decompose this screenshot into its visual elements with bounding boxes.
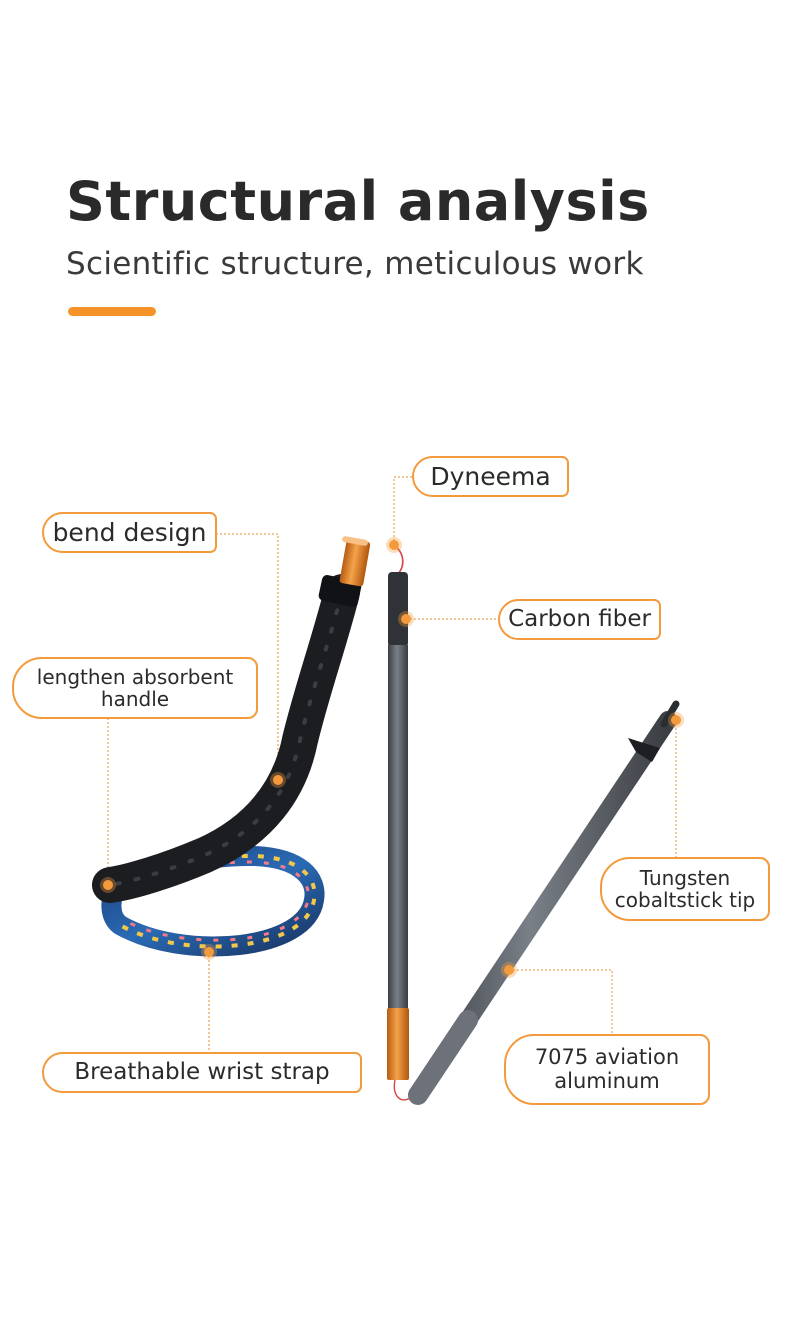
callout-wrist-strap-text: Breathable wrist strap [74, 1058, 330, 1085]
page-subtitle: Scientific structure, meticulous work [66, 246, 644, 282]
callout-carbon-fiber-text: Carbon fiber [508, 605, 651, 632]
callout-dyneema-text: Dyneema [430, 461, 551, 491]
callout-aluminum: 7075 aviation aluminum [504, 1034, 710, 1105]
callout-aluminum-line2: aluminum [554, 1068, 660, 1093]
leader-lines [107, 476, 677, 1053]
callout-handle-line1: lengthen absorbent [36, 664, 234, 689]
callout-wrist-strap: Breathable wrist strap [42, 1052, 362, 1093]
page-title: Structural analysis [66, 170, 650, 233]
grip-handle [92, 536, 371, 903]
callout-handle-line2: handle [100, 687, 170, 711]
callout-bend-design: bend design [42, 512, 217, 553]
leader-dyneema [393, 476, 412, 545]
callout-dots [100, 537, 684, 978]
callout-dyneema: Dyneema [412, 456, 569, 497]
callout-aluminum-line1: 7075 aviation [534, 1044, 680, 1069]
callout-tip-line1: Tungsten [639, 865, 731, 890]
center-shaft [387, 544, 411, 1101]
leader-aluminum [509, 969, 613, 1036]
accent-bar [68, 307, 156, 316]
callout-tungsten-tip: Tungsten cobaltstick tip [600, 857, 770, 921]
callout-bend-design-text: bend design [52, 517, 207, 547]
leader-bend [216, 533, 279, 780]
callout-tip-line2: cobaltstick tip [614, 888, 756, 912]
callout-carbon-fiber: Carbon fiber [498, 599, 661, 640]
tip-shaft [408, 700, 680, 1105]
callout-handle: lengthen absorbent handle [12, 657, 258, 719]
